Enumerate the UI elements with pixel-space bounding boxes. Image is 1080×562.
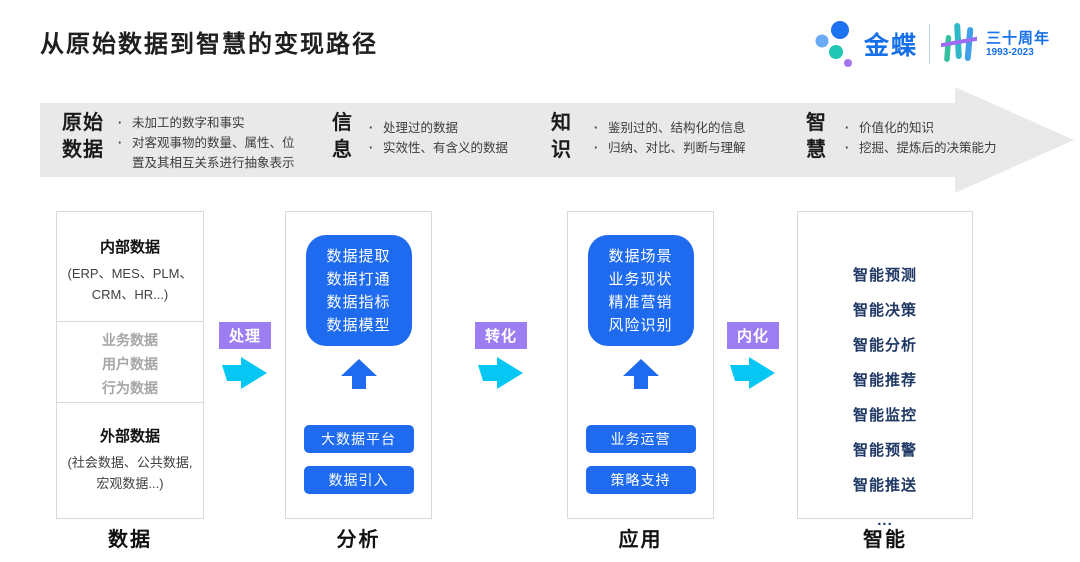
flow-internalize: 内化 bbox=[721, 322, 785, 390]
anniversary-mark-icon bbox=[940, 23, 977, 62]
stage-knowledge: 知 识 鉴别过的、结构化的信息 归纳、对比、判断与理解 bbox=[551, 110, 772, 164]
page-title: 从原始数据到智慧的变现路径 bbox=[40, 31, 378, 58]
bullet-dot bbox=[594, 118, 608, 138]
middle-data-section: 业务数据 用户数据 行为数据 bbox=[57, 322, 203, 403]
strategy-support-button: 策略支持 bbox=[585, 466, 696, 494]
bullet-dot bbox=[845, 118, 859, 138]
flow-label: 内化 bbox=[726, 322, 779, 349]
column-intelligence: 智能预测 智能决策 智能分析 智能推荐 智能监控 智能预警 智能推送 ... bbox=[797, 211, 973, 529]
up-arrow-icon bbox=[340, 359, 377, 389]
list-item: 智能分析 bbox=[852, 337, 917, 354]
bullet-dot bbox=[594, 138, 608, 158]
column-analysis: 数据提取 数据打通 数据指标 数据模型 大数据平台 数据引入 bbox=[285, 211, 432, 519]
stage-bullets: 处理过的数据 实效性、有含义的数据 bbox=[369, 118, 539, 164]
bullet-dot bbox=[845, 138, 859, 158]
right-arrow-icon bbox=[222, 357, 267, 389]
section-title: 外部数据 bbox=[99, 428, 160, 445]
anniversary-label: 三十周年 bbox=[985, 29, 1050, 47]
anniversary-text: 三十周年 1993-2023 bbox=[986, 30, 1050, 59]
flow-label: 转化 bbox=[474, 322, 527, 349]
big-data-platform-button: 大数据平台 bbox=[303, 425, 414, 453]
list-item: 智能推荐 bbox=[852, 372, 917, 389]
list-item: 智能预测 bbox=[852, 267, 917, 284]
right-arrow-icon bbox=[478, 357, 523, 389]
data-import-button: 数据引入 bbox=[303, 466, 414, 494]
anniversary-years: 1993-2023 bbox=[985, 46, 1034, 58]
intelligence-list: 智能预测 智能决策 智能分析 智能推荐 智能监控 智能预警 智能推送 ... bbox=[798, 212, 972, 538]
right-arrow-icon bbox=[730, 357, 775, 389]
stage-bullets: 未加工的数字和事实 对客观事物的数量、属性、位置及其相互关系进行抽象表示 bbox=[118, 113, 300, 173]
list-item-ellipsis: ... bbox=[877, 512, 893, 529]
bullet-dot bbox=[118, 133, 132, 173]
column-application: 数据场景 业务现状 精准营销 风险识别 业务运营 策略支持 bbox=[567, 211, 714, 519]
footer-label-application: 应用 bbox=[618, 529, 663, 551]
logo-divider bbox=[928, 24, 930, 64]
up-arrow-icon bbox=[622, 359, 659, 389]
stage-name: 智 慧 bbox=[806, 112, 827, 161]
stage-name: 信 息 bbox=[332, 112, 353, 161]
flow-transform: 转化 bbox=[469, 322, 533, 390]
banner-arrow bbox=[40, 87, 1074, 193]
footer-label-intelligence: 智能 bbox=[863, 529, 907, 551]
stage-information: 信 息 处理过的数据 实效性、有含义的数据 bbox=[332, 110, 539, 164]
bullet-dot bbox=[369, 138, 383, 158]
stage-raw-data: 原始 数据 未加工的数字和事实 对客观事物的数量、属性、位置及其相互关系进行抽象… bbox=[62, 110, 300, 173]
footer-label-data: 数据 bbox=[108, 529, 152, 551]
stage-bullets: 价值化的知识 挖掘、提炼后的决策能力 bbox=[845, 118, 1005, 164]
stage-name: 原始 数据 bbox=[62, 112, 104, 161]
flow-process: 处理 bbox=[213, 322, 277, 390]
column-data: 内部数据 (ERP、MES、PLM、 CRM、HR...) 业务数据 用户数据 … bbox=[56, 211, 204, 519]
application-panel: 数据场景 业务现状 精准营销 风险识别 bbox=[587, 235, 694, 346]
list-item: 智能监控 bbox=[852, 407, 917, 424]
bullet-dot bbox=[369, 118, 383, 138]
stage-wisdom: 智 慧 价值化的知识 挖掘、提炼后的决策能力 bbox=[806, 110, 1005, 164]
list-item: 智能推送 bbox=[852, 477, 917, 494]
footer-label-analysis: 分析 bbox=[336, 529, 381, 551]
list-item: 智能决策 bbox=[852, 302, 917, 319]
external-data-section: 外部数据 (社会数据、公共数据, 宏观数据...) bbox=[57, 403, 203, 518]
list-item: 智能预警 bbox=[852, 442, 917, 459]
brand-name: 金蝶 bbox=[863, 32, 918, 60]
stage-name: 知 识 bbox=[551, 112, 572, 161]
stage-bullets: 鉴别过的、结构化的信息 归纳、对比、判断与理解 bbox=[594, 118, 772, 164]
analysis-panel: 数据提取 数据打通 数据指标 数据模型 bbox=[305, 235, 412, 346]
flow-label: 处理 bbox=[218, 322, 271, 349]
section-title: 内部数据 bbox=[99, 239, 160, 256]
internal-data-section: 内部数据 (ERP、MES、PLM、 CRM、HR...) bbox=[57, 212, 203, 322]
bullet-dot bbox=[118, 113, 132, 133]
kingdee-logo: 金蝶 三十周年 1993-2023 bbox=[813, 16, 1050, 72]
business-operation-button: 业务运营 bbox=[585, 425, 696, 453]
kingdee-dots-icon bbox=[815, 21, 852, 67]
